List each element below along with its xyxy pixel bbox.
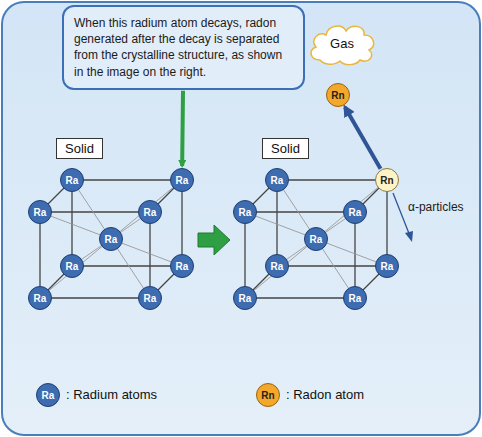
node-text: Solid <box>271 141 300 156</box>
lattice-line <box>72 179 182 180</box>
solid-label: Solid <box>262 138 309 159</box>
lattice-line <box>277 265 387 266</box>
atom-symbol: Rn <box>261 390 274 401</box>
atom-symbol: Ra <box>105 234 118 245</box>
atom-symbol: Ra <box>176 175 189 186</box>
node-text: When this radium atom decays, radon gene… <box>74 15 293 80</box>
atom-symbol: Ra <box>176 261 189 272</box>
emission-arrow <box>345 107 381 169</box>
legend-text: : Radon atom <box>286 387 364 402</box>
atom-symbol: Ra <box>66 175 79 186</box>
legend-text: : Radium atoms <box>66 387 157 402</box>
atom-symbol: Ra <box>34 293 47 304</box>
node-text: Gas <box>330 36 354 51</box>
callout-box: When this radium atom decays, radon gene… <box>62 5 305 90</box>
radium-atom: Ra <box>233 200 257 224</box>
radium-atom: Ra <box>265 168 289 192</box>
radium-atom: Ra <box>170 254 194 278</box>
radium-atom: Ra <box>138 200 162 224</box>
lattice-line <box>316 180 387 239</box>
radium-atom: Ra <box>233 286 257 310</box>
radium-atom: Ra <box>138 286 162 310</box>
atom-symbol: Ra <box>34 207 47 218</box>
node-text: Solid <box>65 141 94 156</box>
atom-symbol: Rn <box>380 175 393 186</box>
lattice-line <box>245 239 316 298</box>
radium-atom: Ra <box>170 168 194 192</box>
atom-symbol: Ra <box>381 261 394 272</box>
pointer-arrow <box>180 91 185 166</box>
radium-atom: Ra <box>304 227 328 251</box>
lattice-line <box>40 297 150 298</box>
radium-atom: Ra <box>99 227 123 251</box>
decayed-radon-atom: Rn <box>375 168 399 192</box>
legend-swatch: Rn <box>256 383 280 407</box>
lattice-line <box>40 211 150 212</box>
atom-symbol: Ra <box>349 207 362 218</box>
atom-symbol: Ra <box>42 390 55 401</box>
lattice-line <box>245 297 355 298</box>
transition-arrow <box>198 225 230 255</box>
radium-atom: Ra <box>343 286 367 310</box>
atom-symbol: Ra <box>271 261 284 272</box>
lattice-line <box>72 265 182 266</box>
particle-label: α-particles <box>408 200 464 214</box>
atom-symbol: Ra <box>349 293 362 304</box>
solid-label: Solid <box>56 138 103 159</box>
radium-atom: Ra <box>60 168 84 192</box>
gas-cloud: Gas <box>306 20 378 66</box>
atom-symbol: Ra <box>144 207 157 218</box>
legend-swatch: Ra <box>36 383 60 407</box>
lattice-line <box>40 239 111 298</box>
atom-symbol: Ra <box>271 175 284 186</box>
atom-symbol: Ra <box>310 234 323 245</box>
radium-atom: Ra <box>375 254 399 278</box>
atom-symbol: Ra <box>239 293 252 304</box>
atom-symbol: Ra <box>66 261 79 272</box>
atom-symbol: Ra <box>239 207 252 218</box>
atom-symbol: Ra <box>144 293 157 304</box>
radon-atom: Rn <box>326 83 350 107</box>
radium-atom: Ra <box>265 254 289 278</box>
radium-atom: Ra <box>60 254 84 278</box>
atom-symbol: Rn <box>331 90 344 101</box>
crystal-lattice <box>40 180 387 298</box>
lattice-line <box>277 179 387 180</box>
radium-atom: Ra <box>343 200 367 224</box>
lattice-line <box>111 180 182 239</box>
lattice-line <box>245 211 355 212</box>
radium-atom: Ra <box>28 200 52 224</box>
radium-atom: Ra <box>28 286 52 310</box>
